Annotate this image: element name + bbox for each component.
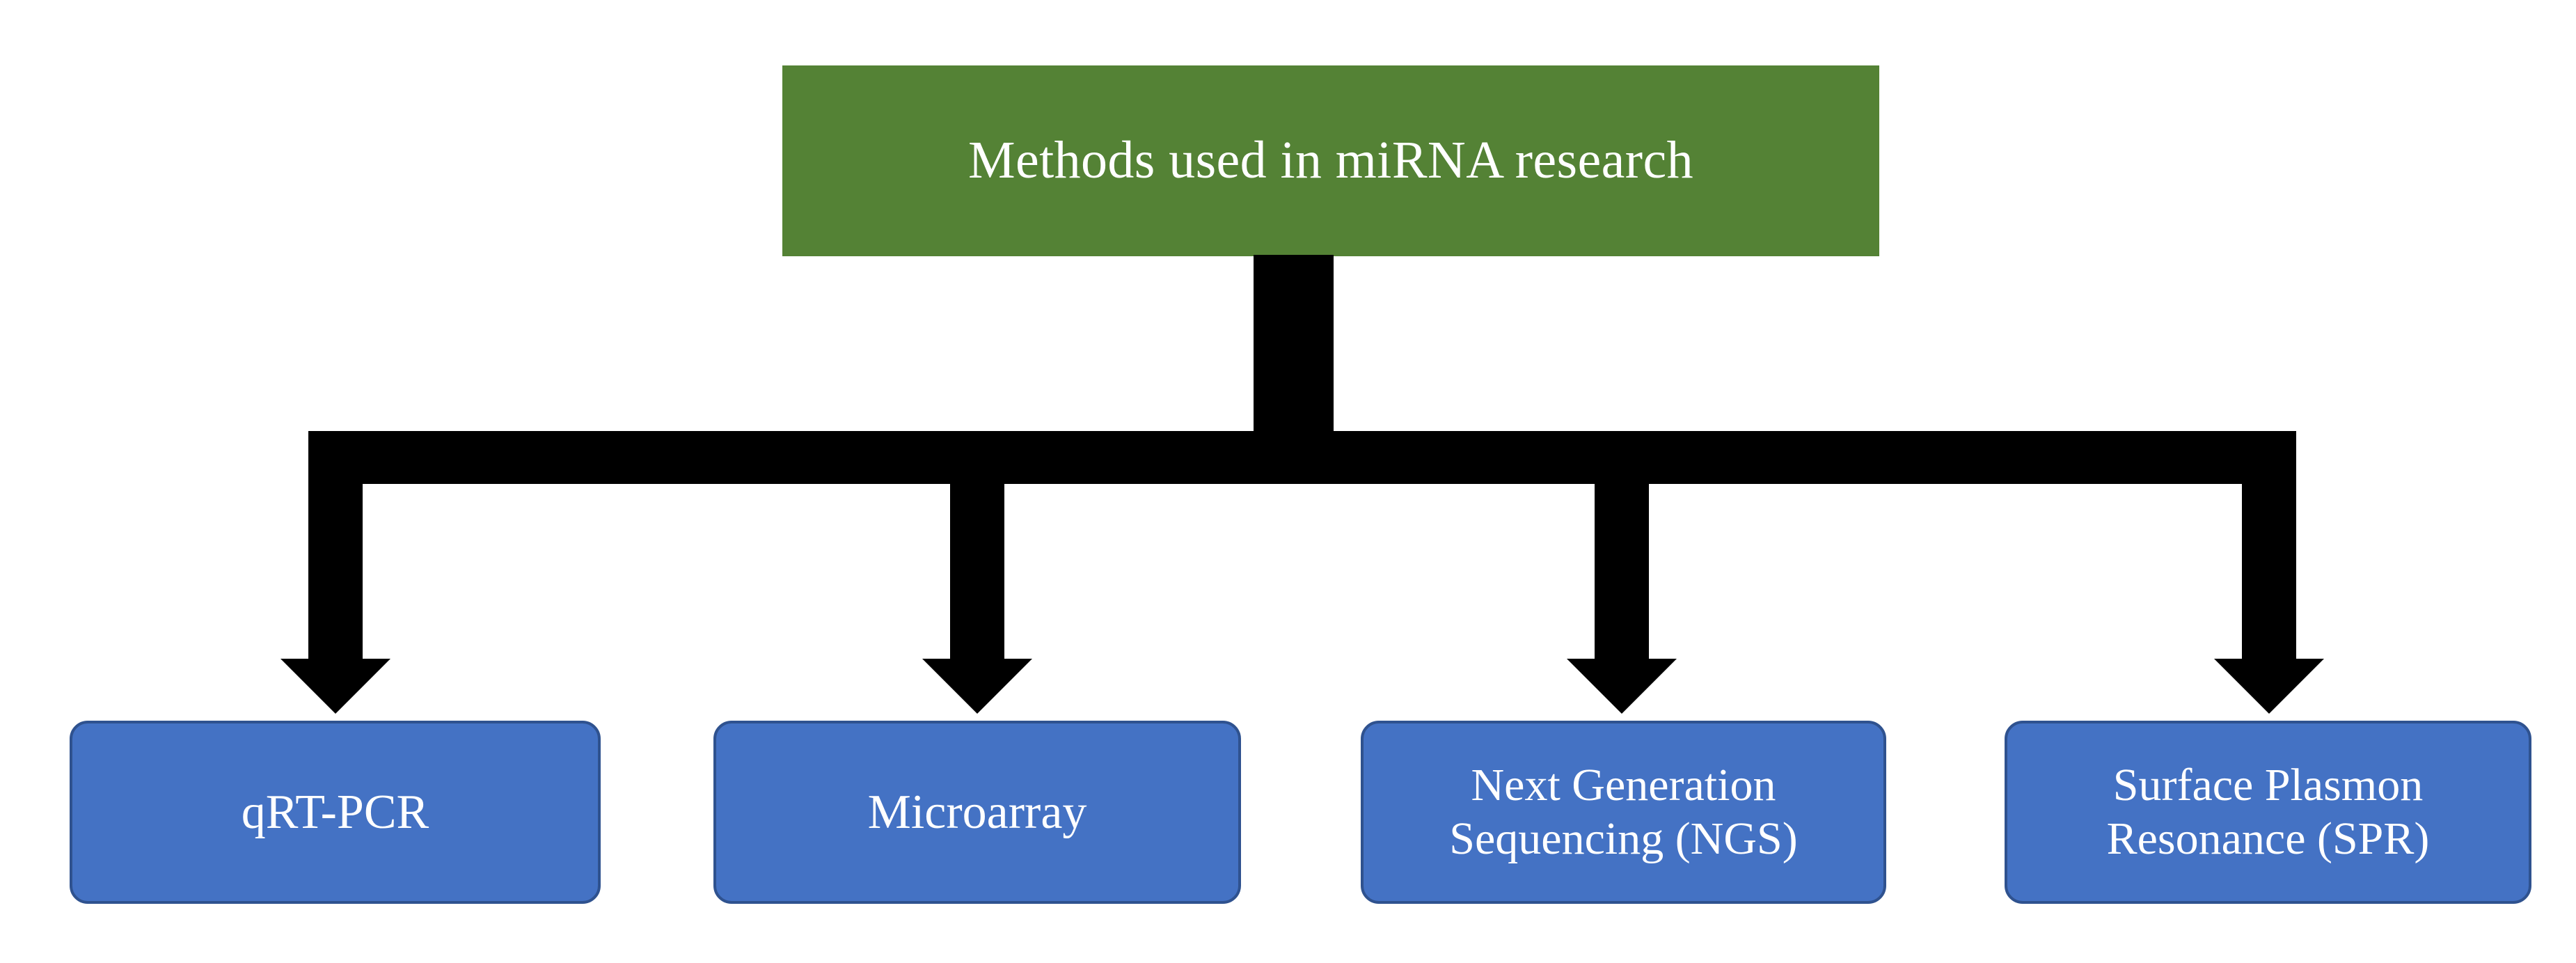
leaf-node-label-spr-line-2: Resonance (SPR) xyxy=(2106,813,2430,864)
arrowhead-down-icon-1 xyxy=(280,659,390,714)
leaf-node-qrt-pcr[interactable]: qRT-PCR xyxy=(70,721,601,904)
connector-horizontal-rail xyxy=(308,431,2296,484)
connector-trunk-vertical xyxy=(1254,255,1334,433)
leaf-node-ngs[interactable]: Next Generation Sequencing (NGS) xyxy=(1361,721,1886,904)
leaf-node-label-spr: Surface Plasmon Resonance (SPR) xyxy=(2107,759,2430,866)
leaf-node-label-qrt-pcr: qRT-PCR xyxy=(241,785,429,839)
leaf-node-label-microarray: Microarray xyxy=(867,785,1087,839)
leaf-node-label-ngs-line-1: Next Generation xyxy=(1471,759,1776,811)
leaf-node-label-ngs-line-2: Sequencing (NGS) xyxy=(1449,813,1798,864)
connector-branch-stem-4 xyxy=(2242,483,2296,661)
arrowhead-down-icon-4 xyxy=(2214,659,2324,714)
root-node-label: Methods used in miRNA research xyxy=(967,131,1694,190)
connector-branch-stem-1 xyxy=(308,483,363,661)
leaf-node-label-spr-line-1: Surface Plasmon xyxy=(2112,759,2424,811)
leaf-node-label-ngs: Next Generation Sequencing (NGS) xyxy=(1449,759,1797,866)
connector-branch-stem-3 xyxy=(1595,483,1649,661)
leaf-node-spr[interactable]: Surface Plasmon Resonance (SPR) xyxy=(2005,721,2531,904)
root-node-methods[interactable]: Methods used in miRNA research xyxy=(782,65,1879,256)
connector-branch-stem-2 xyxy=(950,483,1004,661)
leaf-node-microarray[interactable]: Microarray xyxy=(713,721,1241,904)
arrowhead-down-icon-3 xyxy=(1567,659,1677,714)
arrowhead-down-icon-2 xyxy=(922,659,1032,714)
